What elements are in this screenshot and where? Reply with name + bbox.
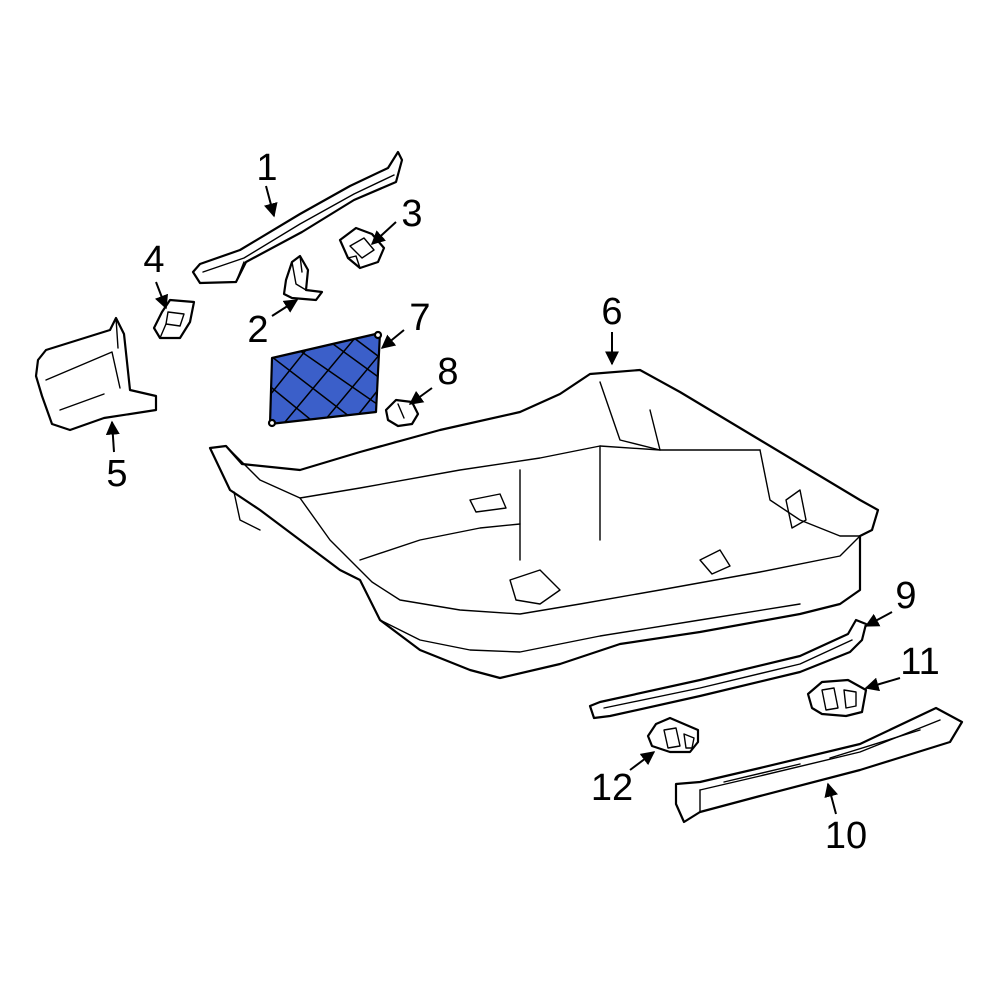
callout-12: 12 xyxy=(591,767,633,809)
callout-labels: 1 2 3 4 5 6 7 8 9 10 11 12 xyxy=(106,147,939,857)
leader-7 xyxy=(380,329,405,349)
leader-5 xyxy=(105,420,120,453)
callout-2: 2 xyxy=(247,309,268,351)
callout-4: 4 xyxy=(143,239,164,281)
leader-11 xyxy=(864,677,901,692)
leader-1 xyxy=(263,185,278,218)
clip-part-11[interactable] xyxy=(806,678,868,718)
clip-part-4[interactable] xyxy=(152,298,196,340)
sill-strip-part[interactable] xyxy=(588,618,868,720)
callout-10: 10 xyxy=(825,815,867,857)
callout-6: 6 xyxy=(601,291,622,333)
kick-panel-part[interactable] xyxy=(34,316,158,432)
callout-11: 11 xyxy=(900,641,939,683)
leader-8 xyxy=(408,387,433,405)
leader-9 xyxy=(864,611,893,627)
callout-8: 8 xyxy=(437,351,458,393)
clip-part-12[interactable] xyxy=(646,716,700,754)
bracket-part[interactable] xyxy=(282,254,324,302)
callout-9: 9 xyxy=(895,575,916,617)
clip-part-3[interactable] xyxy=(338,226,386,270)
net-hook-part[interactable] xyxy=(384,398,420,428)
callout-3: 3 xyxy=(401,193,422,235)
callout-5: 5 xyxy=(106,453,127,495)
leader-2 xyxy=(271,299,299,317)
upper-pillar-trim-part[interactable] xyxy=(191,150,404,285)
leader-12 xyxy=(629,751,656,771)
callout-1: 1 xyxy=(256,147,277,189)
door-sill-plate-part[interactable] xyxy=(674,706,964,824)
floor-carpet-part[interactable] xyxy=(208,368,880,680)
leader-4 xyxy=(154,281,169,310)
leader-10 xyxy=(824,782,839,815)
leader-lines xyxy=(105,185,901,815)
cargo-net-part[interactable] xyxy=(240,320,420,460)
callout-7: 7 xyxy=(409,297,430,339)
leader-3 xyxy=(370,221,397,245)
